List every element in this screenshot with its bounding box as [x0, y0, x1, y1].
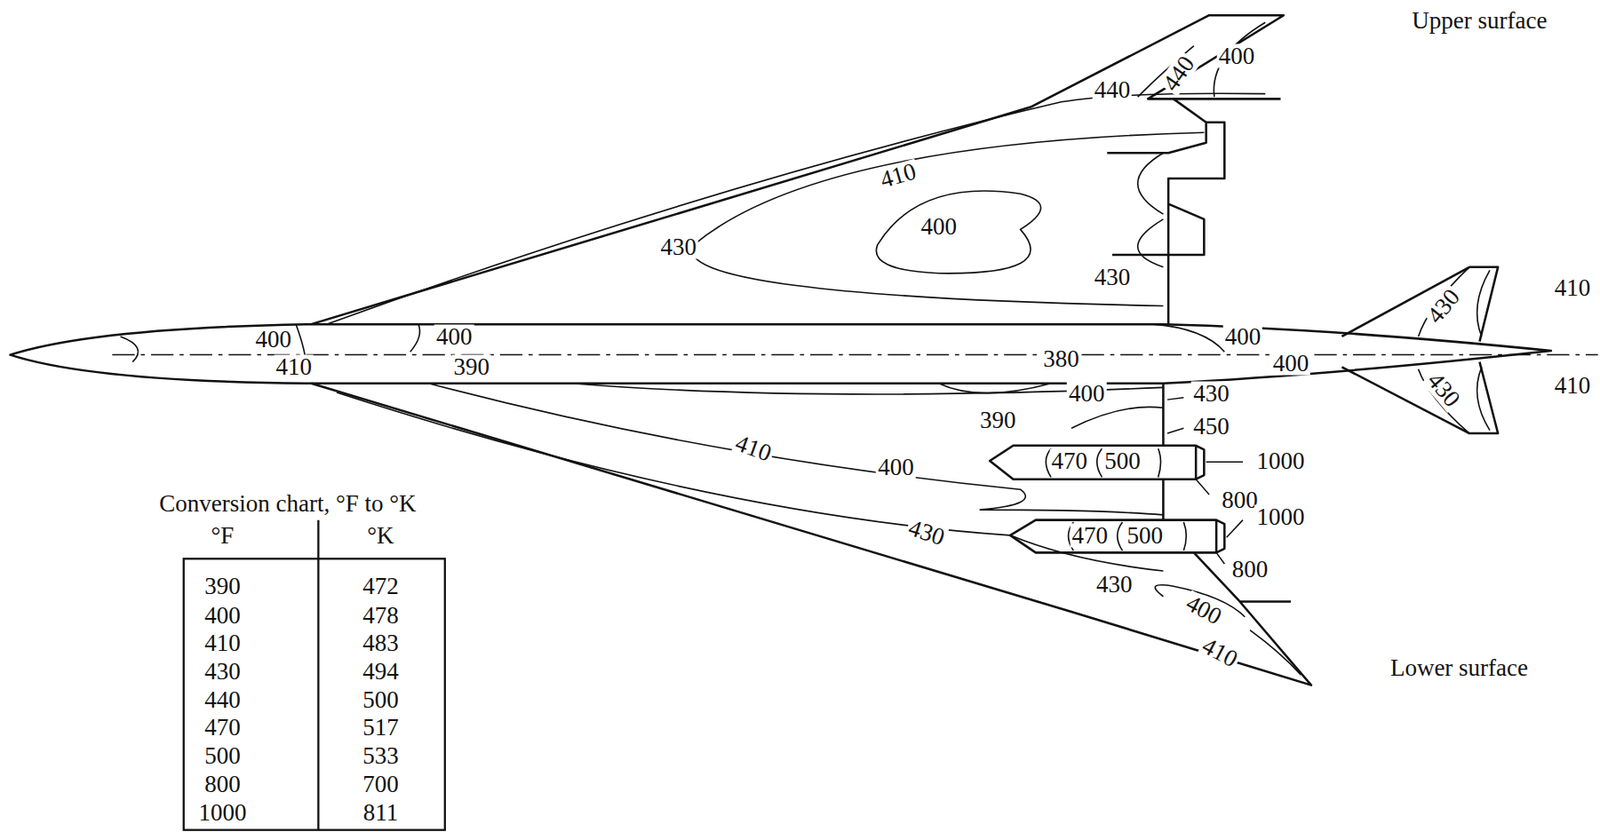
isotherm-line: [939, 383, 1051, 394]
isotherm-label: 400: [434, 325, 475, 350]
table-header: °K: [365, 524, 396, 549]
surface-label: Upper surface: [1409, 7, 1549, 32]
isotherm-label: 400: [875, 455, 916, 480]
isotherm-label: 1000: [1254, 449, 1306, 474]
isotherm-label: 470: [1069, 524, 1110, 549]
isotherm-line: [326, 93, 1266, 325]
isotherm-label: 400: [254, 327, 295, 352]
isotherm-label: 440: [1092, 78, 1133, 103]
isotherm-label: 430: [904, 515, 950, 550]
isotherm-label: 410: [730, 430, 776, 468]
table-cell: 483: [360, 630, 401, 655]
isotherm-label: 410: [1196, 633, 1243, 674]
table-header: °F: [208, 524, 236, 549]
isotherm-line: [1068, 522, 1187, 551]
table-cell: 400: [202, 603, 243, 628]
leader-line: [1167, 398, 1184, 400]
table-cell: 500: [360, 687, 401, 712]
isotherm-label: 410: [274, 355, 315, 380]
table-cell: 500: [202, 744, 243, 769]
table-cell: 1000: [196, 801, 248, 826]
table-cell: 517: [360, 715, 401, 740]
isotherm-label: 500: [1124, 524, 1165, 549]
table-cell: 478: [360, 603, 401, 628]
lower-wing-outline: [310, 383, 1312, 686]
table-cell: 800: [202, 772, 243, 797]
leader-line: [1216, 552, 1225, 565]
isotherm-label: 430: [659, 234, 700, 259]
isotherm-line: [120, 336, 139, 363]
isotherm-line: [1138, 219, 1164, 268]
table-divider: [317, 520, 319, 831]
table-cell: 430: [202, 659, 243, 684]
leader-line: [1167, 428, 1184, 434]
isotherm-label: 380: [1041, 347, 1082, 372]
table-cell: 494: [360, 659, 401, 684]
surface-label: Lower surface: [1388, 656, 1530, 681]
isotherm-label: 400: [1217, 44, 1258, 69]
isotherm-label: 450: [1191, 414, 1232, 439]
tail-outline: [1341, 362, 1498, 434]
isotherm-line: [1477, 366, 1490, 430]
table-cell: 410: [202, 630, 243, 655]
table-cell: 440: [202, 687, 243, 712]
isotherm-line: [1153, 324, 1225, 352]
isotherm-label: 400: [1271, 350, 1312, 375]
isotherm-label: 410: [1552, 275, 1593, 300]
isotherm-line: [410, 324, 421, 352]
isotherm-line: [1138, 152, 1164, 215]
isotherm-label: 800: [1230, 557, 1271, 582]
table-cell: 700: [360, 772, 401, 797]
isotherm-line: [1477, 270, 1490, 337]
leader-line: [1195, 479, 1210, 495]
isotherm-label: 410: [1552, 374, 1593, 399]
upper-wing-outline: [310, 15, 1284, 325]
isotherm-line: [1071, 406, 1163, 429]
table-cell: 390: [202, 574, 243, 599]
isotherm-label: 500: [1102, 449, 1143, 474]
isotherm-label: 390: [978, 408, 1019, 433]
table-cell: 811: [361, 801, 401, 826]
isotherm-line: [336, 392, 1163, 572]
isotherm-label: 430: [1422, 366, 1466, 413]
table-cell: 470: [202, 715, 243, 740]
isotherm-label: 410: [875, 158, 921, 192]
isotherm-line: [1213, 22, 1266, 97]
engine-nacelle: [1010, 520, 1225, 554]
isotherm-label: 430: [1094, 573, 1135, 598]
fuselage-outline: [9, 324, 1551, 384]
isotherm-label: 1000: [1254, 505, 1306, 530]
table-title: Conversion chart, °F to °K: [157, 492, 418, 517]
isotherm-label: 400: [918, 214, 959, 239]
isotherm-label: 400: [1223, 325, 1264, 350]
isotherm-label: 400: [1180, 589, 1227, 630]
isotherm-label: 430: [1092, 265, 1133, 290]
table-cell: 533: [360, 744, 401, 769]
isotherm-line: [428, 383, 1163, 516]
isotherm-line: [1045, 448, 1161, 478]
engine-nacelle: [989, 445, 1204, 480]
table-cell: 472: [360, 574, 401, 599]
isotherm-line: [875, 191, 1041, 274]
centerline: [111, 354, 1598, 356]
isotherm-line: [1418, 267, 1470, 337]
isotherm-label: 800: [1219, 487, 1260, 512]
isotherm-label: 470: [1049, 449, 1090, 474]
tail-outline: [1341, 267, 1498, 343]
conversion-table: [183, 558, 446, 830]
isotherm-line: [1249, 630, 1301, 677]
leader-line: [1226, 520, 1243, 539]
isotherm-label: 400: [1066, 382, 1107, 406]
isotherm-label: 430: [1191, 382, 1232, 406]
isotherm-line: [692, 132, 1204, 306]
isotherm-label: 390: [451, 355, 492, 380]
leader-line: [1206, 461, 1243, 462]
